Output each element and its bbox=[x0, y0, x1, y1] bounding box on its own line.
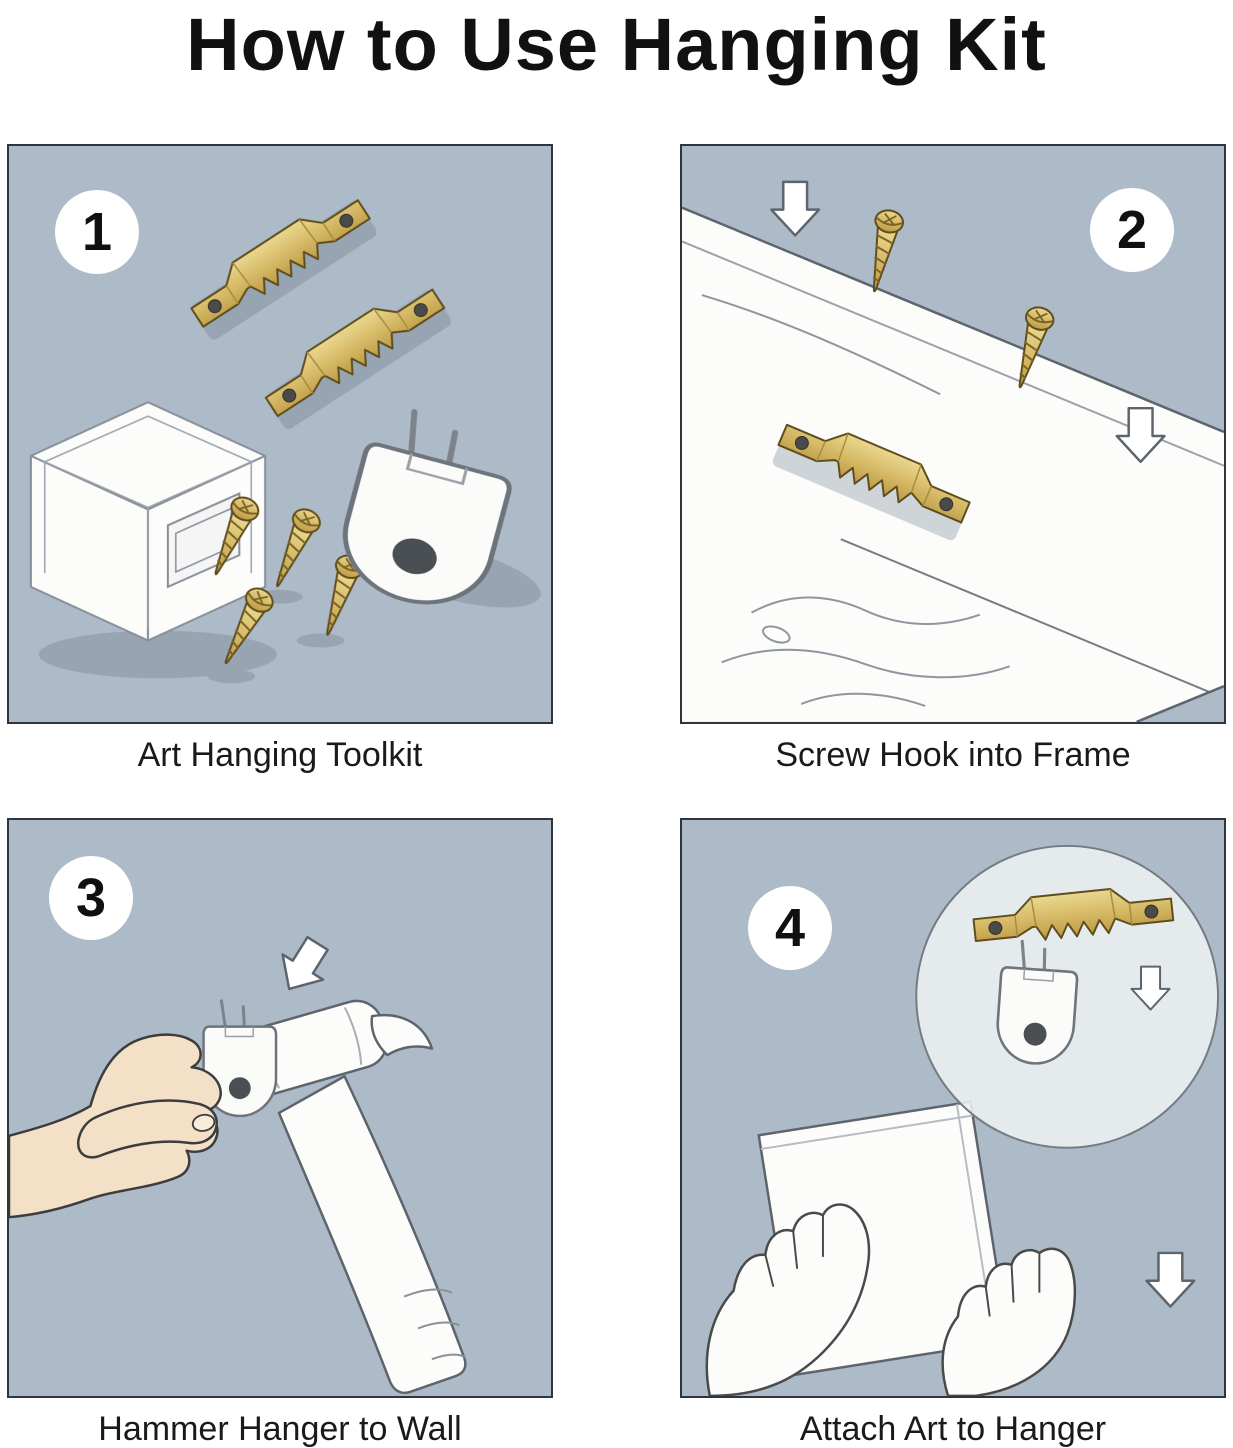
step-3-illustration: 3 bbox=[7, 818, 553, 1398]
step-4-art bbox=[682, 820, 1224, 1396]
step-1: 1 Art Hanging Toolkit bbox=[7, 144, 553, 774]
step-3: 3 Hammer Hanger to Wall bbox=[7, 818, 553, 1448]
step-number: 4 bbox=[774, 898, 806, 958]
step-1-art bbox=[9, 146, 551, 722]
step-number-badge: 3 bbox=[49, 856, 133, 940]
step-number-badge: 1 bbox=[55, 190, 139, 274]
step-number-badge: 2 bbox=[1090, 188, 1174, 272]
hand-icon bbox=[705, 1203, 871, 1396]
step-4-illustration: 4 bbox=[680, 818, 1226, 1398]
step-2-caption: Screw Hook into Frame bbox=[775, 736, 1131, 774]
step-2-illustration: 2 bbox=[680, 144, 1226, 724]
page-title: How to Use Hanging Kit bbox=[186, 3, 1047, 86]
wood-grain bbox=[701, 294, 1010, 707]
step-4-caption: Attach Art to Hanger bbox=[799, 1410, 1107, 1448]
step-2: 2 Screw Hook into Frame bbox=[680, 144, 1226, 774]
step-2-art bbox=[682, 146, 1224, 722]
step-number: 1 bbox=[81, 202, 113, 262]
step-3-caption: Hammer Hanger to Wall bbox=[98, 1410, 462, 1448]
step-number-badge: 4 bbox=[748, 886, 832, 970]
hand-icon bbox=[941, 1247, 1077, 1396]
steps-grid: 1 Art Hanging Toolkit bbox=[0, 144, 1233, 1448]
step-1-caption: Art Hanging Toolkit bbox=[137, 736, 423, 774]
step-4: 4 Attach Art to Hanger bbox=[680, 818, 1226, 1448]
step-number: 2 bbox=[1116, 200, 1148, 260]
picture-frame-board bbox=[682, 206, 1224, 722]
hand-icon bbox=[9, 1033, 222, 1219]
step-number: 3 bbox=[75, 868, 107, 928]
step-1-illustration: 1 bbox=[7, 144, 553, 724]
